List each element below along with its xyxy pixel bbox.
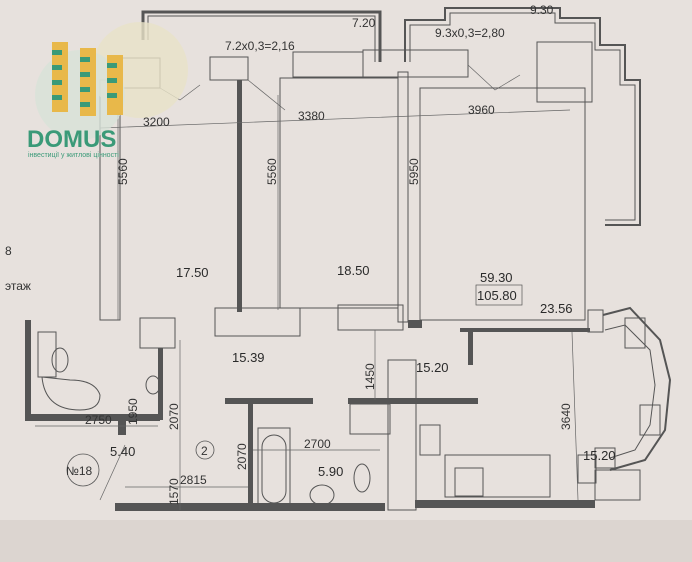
dim-1570: 1570 [167, 478, 181, 505]
hall-area: 15.39 [232, 350, 265, 365]
floor-number: 8 [5, 244, 12, 258]
room-area-2: 18.50 [337, 263, 370, 278]
kitchen-area: 15.20 [416, 360, 449, 375]
logo-brand: DOMUS [27, 126, 116, 153]
dim-5560-a: 5560 [116, 158, 130, 185]
dim-3640: 3640 [559, 403, 573, 430]
dim-5950: 5950 [407, 158, 421, 185]
bath1-area: 5.40 [110, 444, 135, 459]
paper-edge [0, 520, 692, 562]
balcony-right-formula: 9.3x0,3=2,80 [435, 26, 505, 40]
apartment-number: №18 [66, 464, 93, 478]
living-area: 59.30 [480, 270, 513, 285]
rooms-count: 2 [201, 444, 208, 458]
dim-2070-b: 2070 [235, 443, 249, 470]
total-area-box [475, 284, 523, 306]
dim-3960: 3960 [468, 103, 495, 117]
dim-5560-b: 5560 [265, 158, 279, 185]
balcony-left-formula: 7.2x0,3=2,16 [225, 39, 295, 53]
floor-label: этаж [5, 279, 31, 293]
rooms-count-circle [195, 440, 215, 460]
total-area: 105.80 [477, 288, 517, 303]
dim-3200: 3200 [143, 115, 170, 129]
dim-2750: 2750 [85, 413, 112, 427]
domus-logo: DOMUS інвестиції у житлові цінності [27, 22, 188, 159]
balcony-right [404, 7, 641, 226]
dim-2700: 2700 [304, 437, 331, 451]
dimension-lines [35, 95, 579, 510]
room-area-3: 23.56 [540, 301, 573, 316]
room-area-1: 17.50 [176, 265, 209, 280]
apartment-number-circle [66, 453, 100, 487]
logo-tagline: інвестиції у житлові цінності [28, 151, 119, 159]
bath2-area: 5.90 [318, 464, 343, 479]
dim-2070-a: 2070 [167, 403, 181, 430]
dining-area: 15.20 [583, 448, 616, 463]
balcony-right-area: 9.30 [530, 3, 554, 17]
balcony-left-area: 7.20 [352, 16, 376, 30]
dim-1950: 1950 [126, 398, 140, 425]
dim-2815: 2815 [180, 473, 207, 487]
dim-3380: 3380 [298, 109, 325, 123]
dim-1450: 1450 [363, 363, 377, 390]
